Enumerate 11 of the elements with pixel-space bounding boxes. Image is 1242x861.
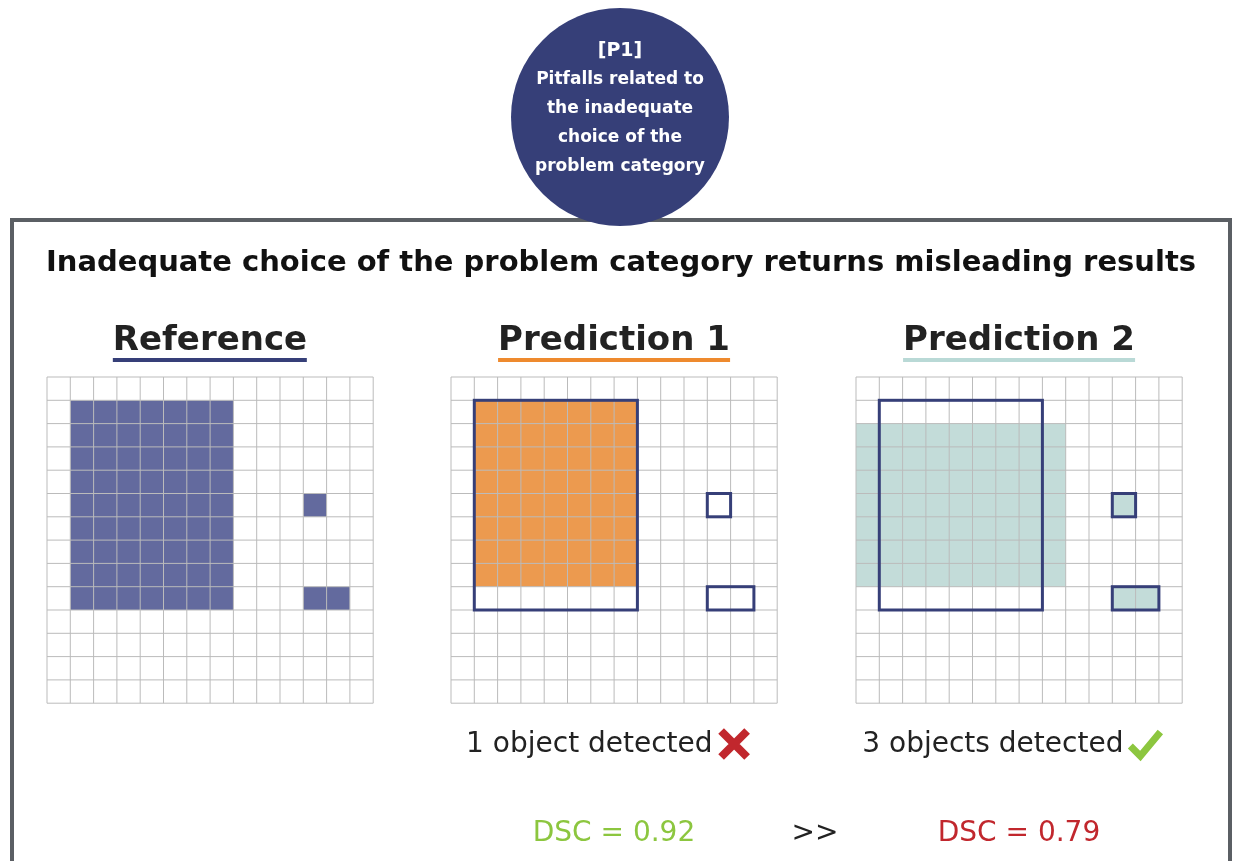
detection-result: 1 object detected: [466, 726, 713, 759]
pitfall-description: Pitfalls related to the inadequate choice of the problem category: [534, 67, 706, 177]
panel-heading: Inadequate choice of the problem category returns misleading results: [44, 244, 1198, 278]
grid-title: Prediction 1: [498, 318, 730, 362]
score-value: DSC = 0.92: [532, 815, 696, 848]
score-value: DSC = 0.79: [937, 815, 1101, 848]
comparison-sign: >>: [791, 815, 839, 848]
grid-title: Prediction 2: [903, 318, 1135, 362]
pitfall-code: [P1]: [597, 38, 643, 60]
detection-result: 3 objects detected: [862, 726, 1124, 759]
grid-title: Reference: [112, 318, 308, 362]
